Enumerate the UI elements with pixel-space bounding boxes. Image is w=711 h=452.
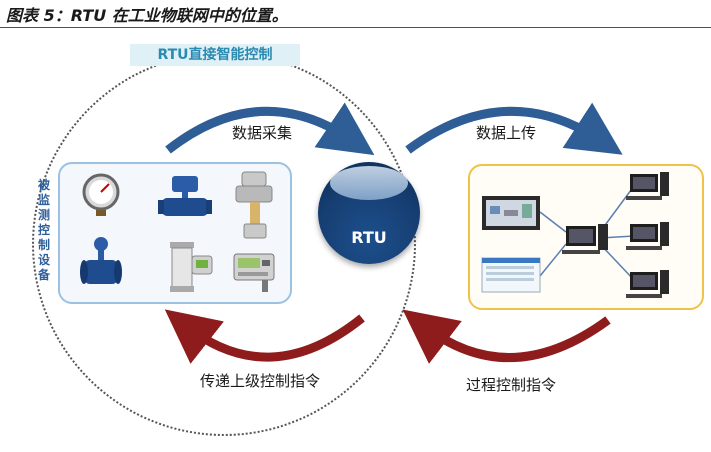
pressure-gauge-icon (82, 173, 120, 216)
rtu-node-highlight (330, 166, 408, 200)
rtu-zone-label: RTU直接智能控制 (130, 44, 300, 66)
process-control-label: 过程控制指令 (466, 376, 557, 394)
data-upload-arrow (405, 102, 623, 155)
server-computer-icon (562, 224, 608, 254)
control-down-arrow (164, 309, 365, 364)
digital-controller-icon (233, 253, 275, 292)
data-upload-label: 数据上传 (476, 124, 537, 142)
rtu-label: RTU (351, 228, 387, 247)
control-down-label: 传递上级控制指令 (200, 372, 321, 390)
monitoring-screen-icon (481, 257, 541, 293)
client-computer-icon (626, 222, 669, 250)
data-collection-label: 数据采集 (232, 124, 293, 142)
process-control-arrow (402, 309, 611, 364)
client-computer-icon (626, 172, 669, 200)
electromagnetic-flowmeter-icon (80, 237, 122, 284)
data-collection-arrow (165, 102, 375, 156)
scada-display-icon (482, 196, 540, 230)
devices-label: 被监测控制设备 (37, 178, 50, 282)
control-valve-icon (158, 176, 212, 216)
silver-valve-icon (235, 171, 273, 239)
figure-title: 图表 5：RTU 在工业物联网中的位置。 (6, 6, 288, 25)
title-rule (0, 27, 711, 28)
rotameter-icon (170, 242, 213, 292)
client-computer-icon (626, 270, 669, 298)
